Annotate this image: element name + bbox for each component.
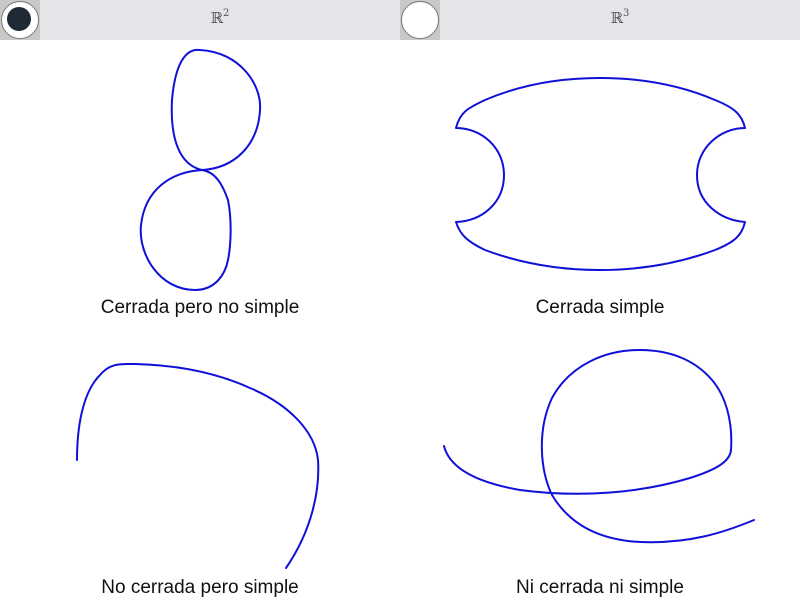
panel-closed-simple: Cerrada simple [400,40,800,320]
panel-open-simple: No cerrada pero simple [0,320,400,600]
panel-caption: No cerrada pero simple [101,577,299,598]
closed-simple-curve [455,77,746,271]
radio-circle-icon [401,1,439,39]
radio-r2[interactable] [0,0,40,40]
tab-r2[interactable]: ℝ2 [0,0,400,40]
radio-r3[interactable] [400,0,440,40]
tab-r2-symbol: ℝ [210,9,224,27]
radio-selected-dot-icon [7,7,31,31]
tab-r2-exponent: 2 [223,8,230,19]
tab-r3-label: ℝ3 [440,8,800,27]
tab-r3-exponent: 3 [623,8,630,19]
panel-caption: Cerrada pero no simple [100,297,300,318]
panel-not-closed-not-simple: Ni cerrada ni simple [400,320,800,600]
tab-r3-symbol: ℝ [610,9,624,27]
self-intersecting-open-curve [443,349,755,544]
open-simple-curve [76,362,320,569]
tab-r3[interactable]: ℝ3 [400,0,800,40]
panel-closed-not-simple: Cerrada pero no simple [0,40,400,320]
dimension-tab-bar: ℝ2 ℝ3 [0,0,800,40]
panel-caption: Cerrada simple [535,297,665,318]
panel-caption: Ni cerrada ni simple [516,577,684,598]
figure-eight-curve [139,48,262,291]
tab-r2-label: ℝ2 [40,8,400,27]
